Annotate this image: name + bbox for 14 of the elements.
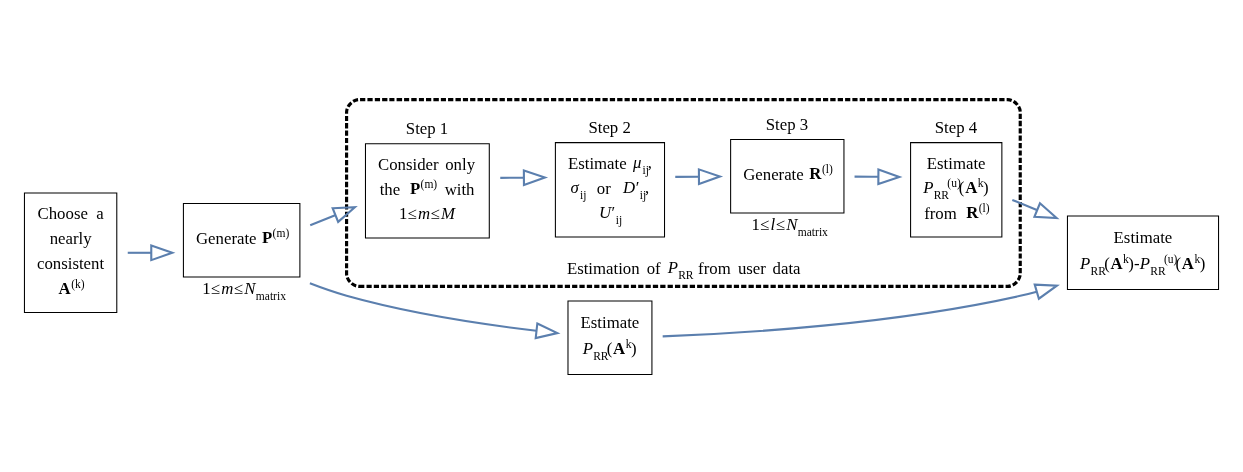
node-label: 1≤l≤N$_{matrix}$	[751, 214, 828, 238]
node-label: Step 1	[405, 119, 449, 139]
arrow	[309, 206, 358, 227]
node-label: Step 2	[588, 117, 631, 137]
arrow	[127, 243, 176, 262]
arrow	[500, 168, 549, 187]
arrow	[675, 167, 724, 186]
node-label: 1≤m≤N$_{matrix}$	[202, 278, 286, 302]
arrow	[1011, 198, 1060, 220]
node-label: Step 4	[934, 117, 978, 137]
arrow	[662, 283, 1060, 338]
arrow	[854, 167, 903, 186]
arrow	[309, 282, 561, 340]
node-label: Step 3	[765, 114, 809, 134]
